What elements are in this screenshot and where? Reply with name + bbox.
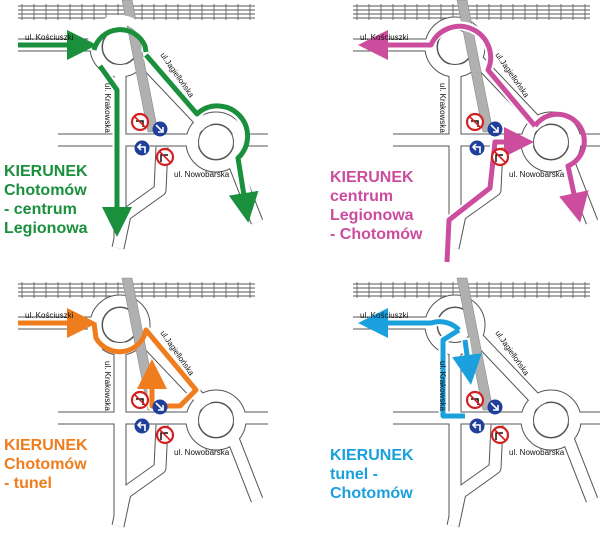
heading-line: - tunel (4, 475, 52, 492)
heading-line: centrum (330, 188, 394, 205)
street-label-nowobarska: ul. Nowobarska (509, 170, 565, 179)
heading-line: KIERUNEK (4, 437, 88, 454)
heading-line: KIERUNEK (330, 169, 414, 186)
street-label-nowobarska: ul. Nowobarska (509, 448, 565, 457)
heading-line: KIERUNEK (4, 163, 88, 180)
street-label-krakowska: ul. Krakowska (103, 83, 112, 133)
heading-line: - Chotomów (330, 226, 423, 243)
heading-line: KIERUNEK (330, 447, 414, 464)
heading-line: Legionowa (330, 207, 414, 224)
heading-line: Legionowa (4, 220, 88, 237)
direction-heading-4: KIERUNEK tunel - Chotomów (330, 446, 414, 503)
heading-line: Chotomów (330, 485, 413, 502)
heading-line: - centrum (4, 201, 77, 218)
direction-heading-2: KIERUNEK centrum Legionowa - Chotomów (330, 168, 422, 244)
street-label-krakowska: ul. Krakowska (438, 83, 447, 133)
heading-line: Chotomów (4, 456, 87, 473)
street-label-krakowska: ul. Krakowska (438, 361, 447, 411)
street-label-krakowska: ul. Krakowska (103, 361, 112, 411)
street-label-nowobarska: ul. Nowobarska (174, 170, 230, 179)
panel-chotomow-centrum: ul. Kościuszki ul.Jagiellońska ul. Krako… (18, 0, 268, 248)
street-label-kosciuszki: ul. Kościuszki (25, 311, 74, 320)
direction-heading-1: KIERUNEK Chotomów - centrum Legionowa (4, 162, 88, 238)
street-label-nowobarska: ul. Nowobarska (174, 448, 230, 457)
street-label-kosciuszki: ul. Kościuszki (360, 311, 409, 320)
heading-line: Chotomów (4, 182, 87, 199)
heading-line: tunel - (330, 466, 378, 483)
street-label-kosciuszki: ul. Kościuszki (25, 33, 74, 42)
direction-heading-3: KIERUNEK Chotomów - tunel (4, 436, 88, 493)
street-label-kosciuszki: ul. Kościuszki (360, 33, 409, 42)
